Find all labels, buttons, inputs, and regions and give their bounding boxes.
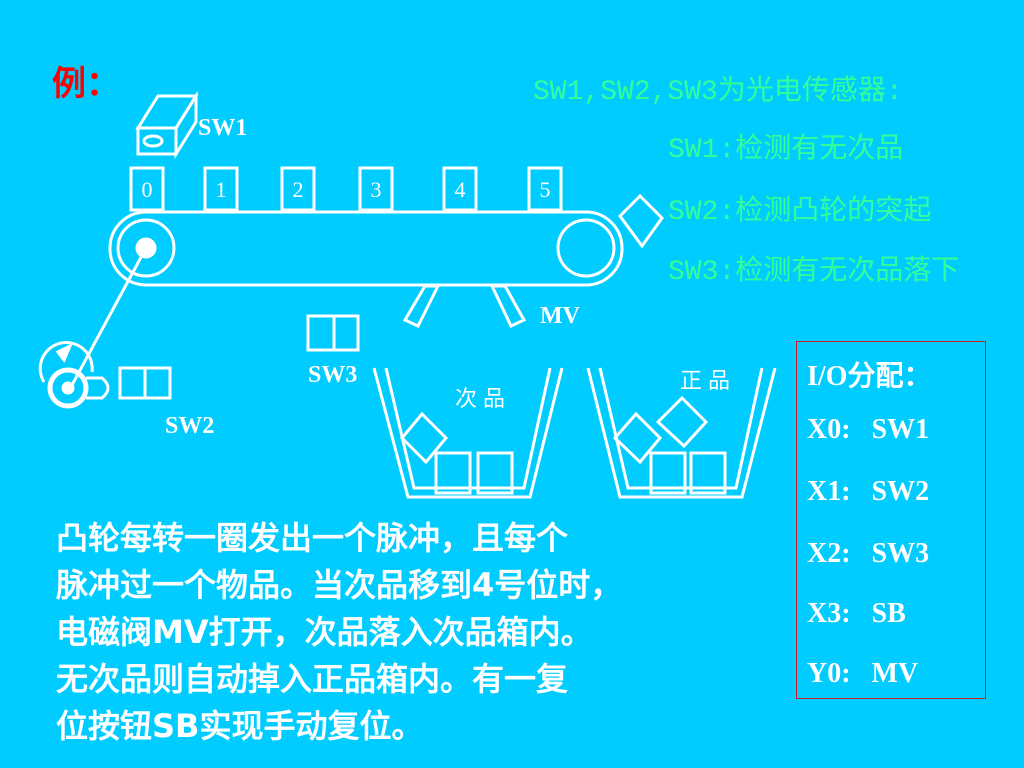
io-row: X3: SB [807,598,906,630]
description-line: 凸轮每转一圈发出一个脉冲，且每个 [56,519,569,557]
description-text: 凸轮每转一圈发出一个脉冲，且每个 脉冲过一个物品。当次品移到4号位时， 电磁阀M… [56,515,756,750]
io-signal: SW2 [871,476,930,507]
io-signal: MV [871,658,919,689]
cam-wheel-icon [38,247,148,409]
sw3-label: SW3 [308,362,357,388]
sw3-sensor-icon [306,314,360,352]
position-label-5: 5 [540,177,551,202]
sw1-label: SW1 [198,115,247,141]
mv-valve-icon [402,284,527,328]
sw2-label: SW2 [165,413,214,439]
io-assignment-panel: I/O分配： X0: SW1 X1: SW2 X2: SW3 X3: SB Y0… [796,341,986,699]
falling-item-icon [618,193,664,249]
io-signal: SW3 [871,538,930,569]
defective-bin-label: 次品 [455,386,511,411]
good-bin-label: 正品 [680,368,736,393]
sw2-sensor-icon [118,366,172,400]
description-line: 脉冲过一个物品。当次品移到4号位时， [56,566,623,604]
defective-bin [372,367,564,499]
description-line: 电磁阀MV打开，次品落入次品箱内。 [56,613,593,651]
sensor-note-sw3: SW3:检测有无次品落下 [668,257,960,288]
io-address: X1: [807,476,851,507]
io-row: X0: SW1 [807,414,929,446]
sensor-notes-title: SW1,SW2,SW3为光电传感器: [533,77,903,108]
description-line: 位按钮SB实现手动复位。 [56,707,424,745]
io-signal: SW1 [871,414,930,445]
good-bin [586,367,777,499]
io-title: I/O分配： [807,361,932,392]
conveyor-belt [108,210,624,287]
position-label-4: 4 [455,177,466,202]
position-label-3: 3 [371,177,382,202]
sw1-sensor-icon [135,90,199,160]
io-address: X0: [807,414,851,445]
description-line: 无次品则自动掉入正品箱内。有一复 [56,660,569,698]
position-label-0: 0 [142,177,153,202]
io-address: X3: [807,598,851,629]
io-address: X2: [807,538,851,569]
example-label: 例： [52,66,120,103]
io-row: X2: SW3 [807,538,929,570]
position-label-2: 2 [293,177,304,202]
io-address: Y0: [807,658,851,689]
io-signal: SB [871,598,906,629]
position-label-1: 1 [216,177,227,202]
position-boxes [129,166,563,212]
sensor-note-sw1: SW1:检测有无次品 [668,135,904,166]
io-row: Y0: MV [807,658,918,690]
mv-label: MV [540,303,581,329]
sensor-note-sw2: SW2:检测凸轮的突起 [668,197,932,228]
io-row: X1: SW2 [807,476,929,508]
